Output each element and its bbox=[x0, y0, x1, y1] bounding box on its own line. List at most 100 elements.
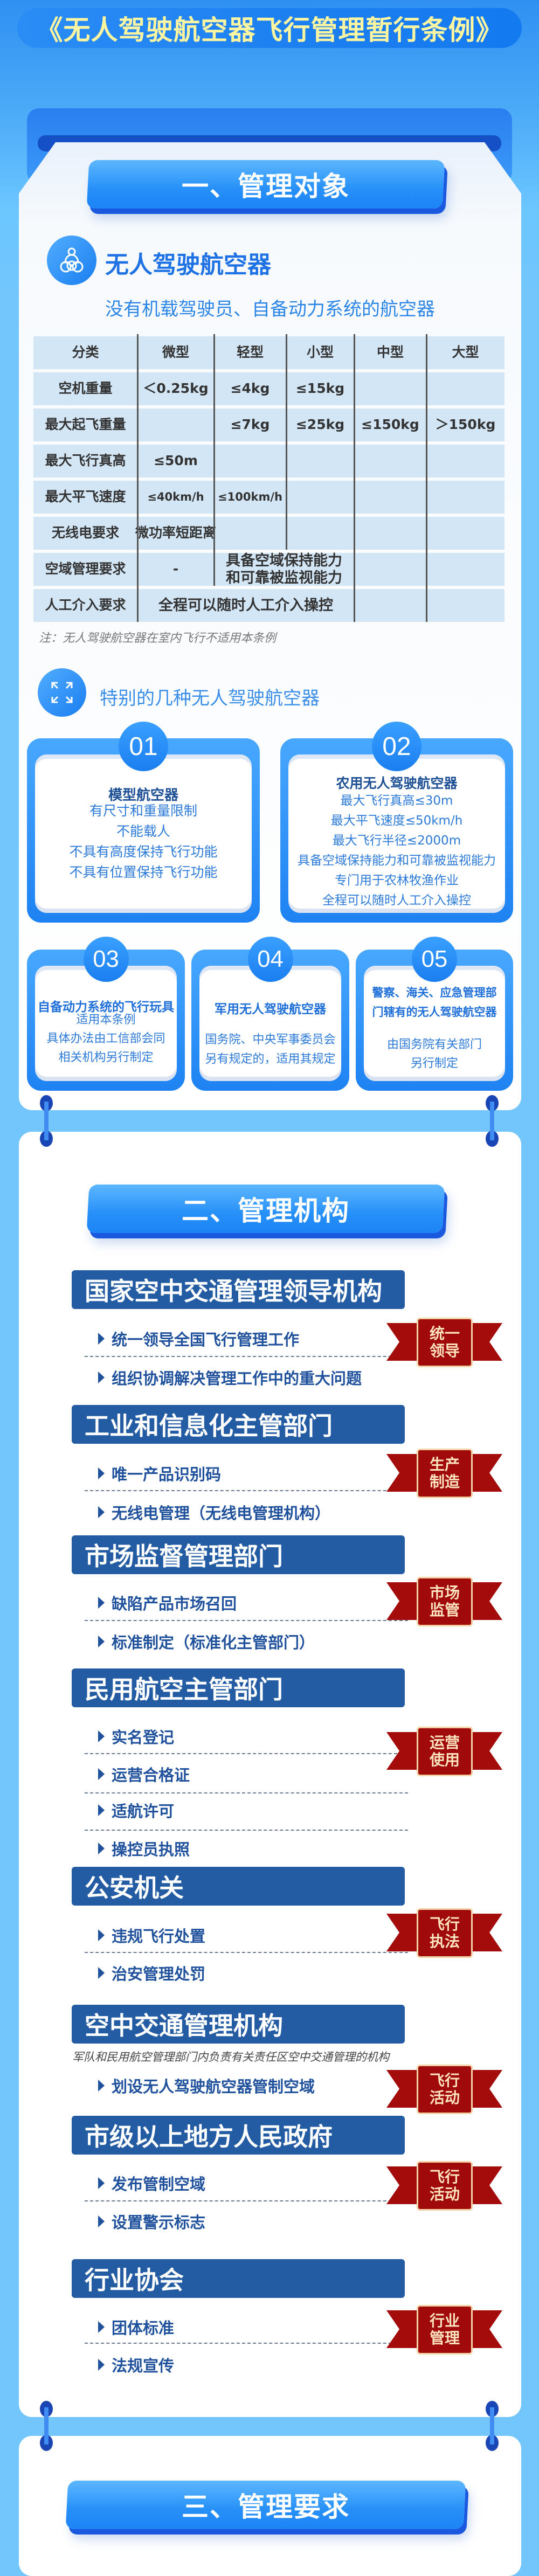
duty-text: 统一领导全国飞行管理工作 bbox=[112, 1331, 300, 1349]
duty-item: 设置警示标志 bbox=[98, 2211, 205, 2232]
duty-item: 划设无人驾驶航空器管制空域 bbox=[98, 2075, 315, 2096]
authority-header: 工业和信息化主管部门 bbox=[72, 1405, 405, 1444]
table-divider bbox=[286, 405, 287, 441]
role-tag-line: 行业 bbox=[429, 2311, 460, 2330]
card-title: 门辖有的无人驾驶航空器 bbox=[372, 1006, 497, 1019]
role-ribbon: 运营使用 bbox=[386, 1727, 502, 1776]
duty-item: 运营合格证 bbox=[98, 1763, 190, 1785]
divider bbox=[85, 2200, 408, 2201]
duty-item: 操控员执照 bbox=[98, 1838, 190, 1859]
table-divider bbox=[286, 514, 287, 550]
role-tag: 行业管理 bbox=[417, 2305, 473, 2355]
triangle-bullet-icon bbox=[98, 1333, 105, 1345]
table-cell bbox=[426, 553, 505, 586]
table-divider bbox=[213, 477, 215, 514]
table-cell: ≤150kg bbox=[361, 417, 419, 433]
card-line: 不具有高度保持飞行功能 bbox=[69, 844, 218, 860]
table-cell bbox=[426, 517, 505, 550]
table-cell bbox=[426, 589, 505, 622]
triangle-bullet-icon bbox=[98, 1967, 105, 1979]
table-divider bbox=[354, 477, 355, 514]
role-tag-line: 生产 bbox=[429, 1455, 460, 1473]
authority-header: 行业协会 bbox=[72, 2259, 405, 2298]
table-note: 注：无人驾驶航空器在室内飞行不适用本条例 bbox=[39, 632, 277, 645]
row-label: 无线电要求 bbox=[51, 525, 119, 541]
authority-note: 军队和民用航空管理部门内负责有关责任区空中交通管理的机构 bbox=[72, 2051, 389, 2063]
duty-item: 法规宣传 bbox=[98, 2354, 174, 2376]
table-divider bbox=[137, 369, 139, 405]
row-label: 空域管理要求 bbox=[45, 561, 126, 577]
duty-text: 发布管制空域 bbox=[112, 2175, 206, 2193]
triangle-bullet-icon bbox=[98, 2080, 105, 2092]
table-divider bbox=[426, 441, 427, 477]
divider bbox=[85, 1792, 408, 1793]
role-ribbon: 市场监管 bbox=[386, 1577, 502, 1626]
divider bbox=[85, 1830, 408, 1831]
table-divider bbox=[354, 514, 355, 550]
ribbon-tails bbox=[386, 1582, 502, 1620]
connector-bar bbox=[490, 1102, 494, 1140]
table-cell bbox=[286, 445, 354, 477]
table-cell: ＞150kg bbox=[435, 417, 496, 433]
role-tag-line: 管理 bbox=[429, 2329, 460, 2347]
table-cell: 全程可以随时人工介入操控 bbox=[158, 597, 333, 614]
role-ribbon: 飞行执法 bbox=[386, 1908, 502, 1958]
table-cell bbox=[354, 481, 426, 514]
divider bbox=[85, 1952, 408, 1953]
role-ribbon: 飞行活动 bbox=[386, 2065, 502, 2114]
triangle-bullet-icon bbox=[98, 2177, 105, 2189]
row-label: 最大平飞速度 bbox=[45, 489, 126, 505]
table-divider bbox=[137, 514, 139, 550]
row-label: 最大起飞重量 bbox=[45, 417, 126, 433]
duty-text: 划设无人驾驶航空器管制空域 bbox=[112, 2078, 315, 2096]
row-label: 空机重量 bbox=[58, 380, 113, 397]
card-title: 农用无人驾驶航空器 bbox=[336, 775, 458, 791]
table-cell: ≤25kg bbox=[295, 417, 345, 433]
table-header-cell: 微型 bbox=[162, 344, 189, 361]
table-divider bbox=[137, 405, 139, 441]
role-tag-line: 飞行 bbox=[429, 1915, 460, 1933]
role-tag-line: 飞行 bbox=[429, 2071, 460, 2089]
connector-bar bbox=[44, 1102, 49, 1140]
triangle-bullet-icon bbox=[98, 2321, 105, 2333]
duty-item: 适航许可 bbox=[98, 1799, 174, 1821]
card-line: 相关机构另行制定 bbox=[58, 1050, 154, 1064]
authority-header: 空中交通管理机构 bbox=[72, 2005, 405, 2044]
table-divider bbox=[426, 514, 427, 550]
role-tag-line: 领导 bbox=[429, 1342, 460, 1360]
triangle-bullet-icon bbox=[98, 1768, 105, 1780]
role-ribbon: 生产制造 bbox=[386, 1449, 502, 1498]
table-divider bbox=[286, 369, 287, 405]
section-2-title-text: 二、管理机构 bbox=[182, 1195, 350, 1227]
table-divider bbox=[426, 405, 427, 441]
duty-item: 标准制定（标准化主管部门） bbox=[98, 1631, 315, 1652]
duty-text: 无线电管理（无线电管理机构） bbox=[112, 1504, 331, 1522]
triangle-bullet-icon bbox=[98, 2359, 105, 2371]
triangle-bullet-icon bbox=[98, 1506, 105, 1518]
role-tag-line: 制造 bbox=[429, 1473, 460, 1491]
table-cell: ＜0.25kg bbox=[143, 380, 209, 397]
card-line: 最大飞行真高≤30m bbox=[340, 794, 453, 808]
table-cell bbox=[286, 481, 354, 514]
table-divider bbox=[286, 441, 287, 477]
divider bbox=[85, 1620, 408, 1621]
table-header-cell: 分类 bbox=[72, 344, 99, 361]
role-tag: 飞行活动 bbox=[417, 2161, 473, 2211]
table-divider bbox=[354, 369, 355, 405]
role-tag: 生产制造 bbox=[417, 1449, 473, 1498]
card-number-badge: 03 bbox=[83, 937, 129, 982]
page-title: 《无人驾驶航空器飞行管理暂行条例》 bbox=[17, 8, 522, 48]
role-ribbon: 行业管理 bbox=[386, 2305, 502, 2355]
duty-item: 缺陷产品市场召回 bbox=[98, 1592, 237, 1614]
triangle-bullet-icon bbox=[98, 1467, 105, 1479]
divider bbox=[85, 1490, 408, 1491]
duty-item: 治安管理处罚 bbox=[98, 1962, 205, 1984]
card-number-badge: 02 bbox=[372, 722, 421, 771]
table-cell: ≤50m bbox=[154, 453, 198, 469]
duty-text: 标准制定（标准化主管部门） bbox=[112, 1633, 315, 1652]
drone-icon bbox=[47, 236, 96, 285]
authority-header: 公安机关 bbox=[72, 1867, 405, 1906]
page-title-text: 《无人驾驶航空器飞行管理暂行条例》 bbox=[36, 15, 503, 46]
ribbon-tails bbox=[386, 1454, 502, 1492]
triangle-bullet-icon bbox=[98, 1843, 105, 1854]
